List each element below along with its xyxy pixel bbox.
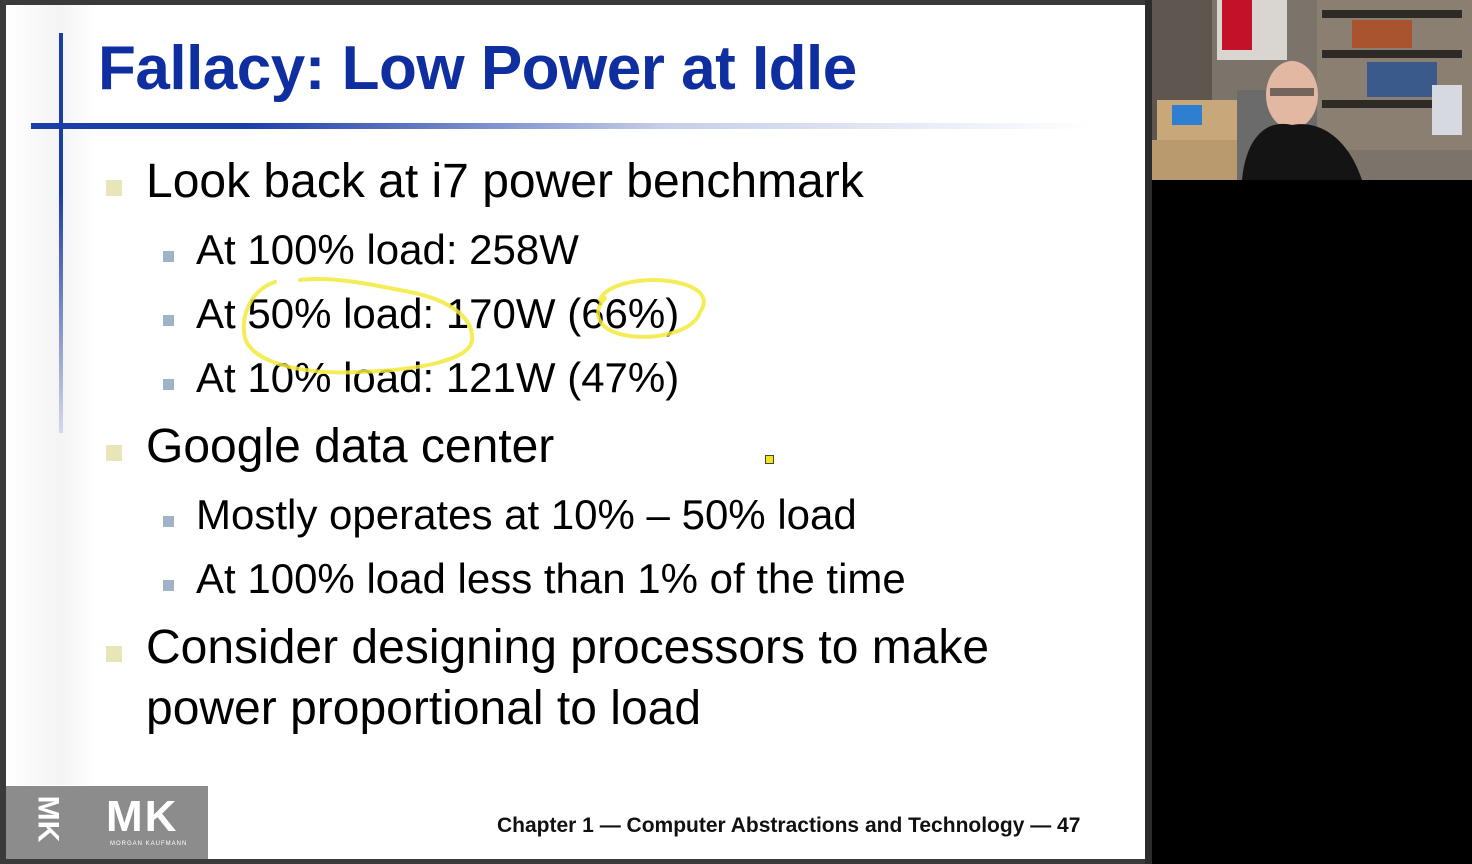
sub-bullet-marker xyxy=(163,315,174,326)
slide-divider xyxy=(1145,0,1152,864)
bullet-marker xyxy=(106,646,122,662)
slide-footer: Chapter 1 — Computer Abstractions and Te… xyxy=(497,814,1081,837)
bullet-3-line-1: Consider designing processors to make xyxy=(146,621,990,674)
title-vertical-rule xyxy=(59,33,63,433)
bullet-marker xyxy=(106,445,122,461)
slide-canvas xyxy=(6,5,1145,859)
sub-bullet-2-1: Mostly operates at 10% – 50% load xyxy=(196,491,857,538)
sub-bullet-2-2: At 100% load less than 1% of the time xyxy=(196,555,906,602)
slide-title: Fallacy: Low Power at Idle xyxy=(98,34,857,103)
presenter-webcam xyxy=(1152,0,1472,180)
bullet-3-line-2: power proportional to load xyxy=(146,682,702,735)
slide-left-shade xyxy=(6,5,96,785)
sub-bullet-marker xyxy=(163,580,174,591)
logo-subtitle: MORGAN KAUFMANN xyxy=(110,841,188,847)
pointer-cursor xyxy=(765,455,774,464)
video-panel-background xyxy=(1152,180,1472,864)
window-frame-top xyxy=(0,0,1152,5)
sub-bullet-marker xyxy=(163,251,174,262)
window-frame-bottom xyxy=(0,859,1152,864)
presenter-video-feed-icon xyxy=(1152,0,1472,180)
sub-bullet-1-1: At 100% load: 258W xyxy=(196,226,579,273)
title-horizontal-rule xyxy=(31,123,1091,129)
sub-bullet-1-2: At 50% load: 170W (66%) xyxy=(196,290,680,337)
sub-bullet-marker xyxy=(163,516,174,527)
window-frame-left xyxy=(0,0,6,864)
bullet-2: Google data center xyxy=(146,420,555,473)
bullet-marker xyxy=(106,180,122,196)
bullet-1: Look back at i7 power benchmark xyxy=(146,155,864,208)
publisher-logo: MK MK MORGAN KAUFMANN xyxy=(6,786,208,859)
logo-mark: MK xyxy=(106,792,179,841)
logo-side-mark: MK xyxy=(31,795,65,843)
sub-bullet-1-3: At 10% load: 121W (47%) xyxy=(196,354,680,401)
sub-bullet-marker xyxy=(163,379,174,390)
